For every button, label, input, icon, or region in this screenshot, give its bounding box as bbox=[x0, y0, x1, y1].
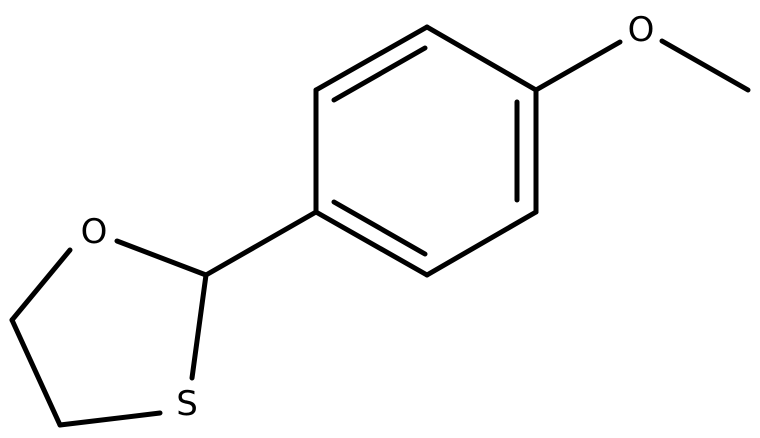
benzene-ring bbox=[313, 24, 539, 278]
atom-label-sulfur-ring: S bbox=[176, 384, 198, 424]
bond-c4-sulfur bbox=[57, 410, 163, 428]
atom-label-oxygen-methoxy: O bbox=[628, 10, 655, 50]
bond-c2-oxygen bbox=[114, 238, 209, 278]
oxathiolane-ring: O S bbox=[9, 212, 209, 428]
bond-aryl-oxygen bbox=[533, 39, 623, 93]
bond-ring-bottom-left-inner bbox=[331, 199, 428, 257]
bond-oxygen-c5 bbox=[9, 247, 73, 323]
bond-ring-bottom-right bbox=[424, 209, 539, 278]
bond-c5-c4 bbox=[9, 317, 63, 428]
methoxy-group: O bbox=[533, 10, 751, 93]
bond-aryl-c2 bbox=[203, 209, 319, 278]
atom-label-oxygen-ring: O bbox=[81, 212, 108, 252]
bond-sulfur-c2 bbox=[189, 272, 209, 381]
bond-ring-top-right bbox=[424, 24, 539, 93]
bond-ring-top-left bbox=[313, 24, 430, 93]
bond-ring-top-left-inner bbox=[331, 45, 428, 103]
bond-oxygen-methyl bbox=[659, 38, 751, 93]
bond-ring-bottom-left bbox=[313, 209, 430, 278]
